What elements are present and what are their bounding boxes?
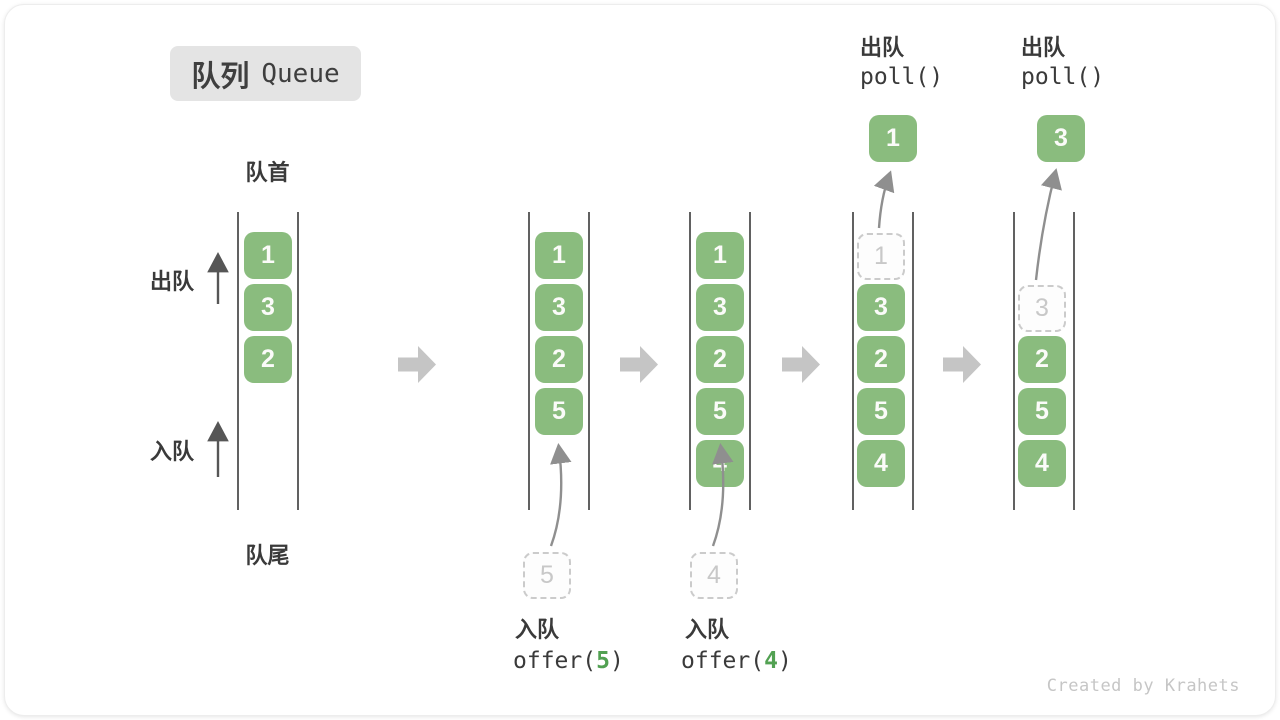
queue-element: 2 xyxy=(696,336,744,383)
queue-wall xyxy=(912,212,914,510)
poll1-code: poll() xyxy=(860,64,944,90)
queue-element: 2 xyxy=(535,336,583,383)
queue-element: 5 xyxy=(1018,388,1066,435)
queue-wall xyxy=(852,212,854,510)
title-en: Queue xyxy=(261,58,340,89)
title-zh: 队列 xyxy=(191,60,250,93)
queue-element: 3 xyxy=(244,284,292,331)
offer5-code: offer(5) xyxy=(513,648,624,674)
queue-wall xyxy=(1073,212,1075,510)
queue-element: 2 xyxy=(1018,336,1066,383)
queue-element: 1 xyxy=(535,232,583,279)
queue-wall xyxy=(528,212,530,510)
queue-rear-label: 队尾 xyxy=(245,543,290,568)
queue-front-label: 队首 xyxy=(245,160,290,185)
extracted-element: 1 xyxy=(869,115,917,162)
queue-element: 5 xyxy=(857,388,905,435)
enqueue-side-label: 入队 xyxy=(150,439,195,464)
queue-element: 2 xyxy=(857,336,905,383)
queue-element: 1 xyxy=(244,232,292,279)
fn-close: ) xyxy=(777,648,792,674)
extracted-element: 3 xyxy=(1037,115,1085,162)
offer4-code: offer(4) xyxy=(681,648,792,674)
removed-element-ghost: 1 xyxy=(857,233,905,280)
queue-element: 1 xyxy=(696,232,744,279)
fn-arg: 5 xyxy=(596,648,610,674)
queue-wall xyxy=(689,212,691,510)
dequeue-side-label: 出队 xyxy=(150,269,195,294)
queue-element: 4 xyxy=(1018,440,1066,487)
dequeue-op-label: 出队 xyxy=(1021,35,1066,60)
queue-element: 5 xyxy=(535,388,583,435)
fn-close: ) xyxy=(609,648,624,674)
queue-wall xyxy=(749,212,751,510)
pending-element: 4 xyxy=(690,552,738,599)
pending-element: 5 xyxy=(523,552,571,599)
queue-element: 2 xyxy=(244,336,292,383)
enqueue-op-label: 入队 xyxy=(515,617,560,642)
fn-name: offer( xyxy=(681,648,765,674)
queue-wall xyxy=(237,212,239,510)
watermark: Created by Krahets xyxy=(1046,676,1240,696)
dequeue-op-label: 出队 xyxy=(860,35,905,60)
queue-element: 3 xyxy=(696,284,744,331)
fn-arg: 4 xyxy=(764,648,778,674)
queue-wall xyxy=(588,212,590,510)
removed-element-ghost: 3 xyxy=(1018,285,1066,332)
diagram-card xyxy=(4,4,1276,716)
poll2-code: poll() xyxy=(1021,64,1105,90)
queue-wall xyxy=(297,212,299,510)
enqueue-op-label: 入队 xyxy=(685,617,730,642)
title-badge: 队列 Queue xyxy=(170,46,361,101)
queue-element: 4 xyxy=(696,440,744,487)
queue-wall xyxy=(1013,212,1015,510)
queue-element: 4 xyxy=(857,440,905,487)
queue-element: 3 xyxy=(857,284,905,331)
queue-element: 5 xyxy=(696,388,744,435)
queue-element: 3 xyxy=(535,284,583,331)
fn-name: offer( xyxy=(513,648,597,674)
